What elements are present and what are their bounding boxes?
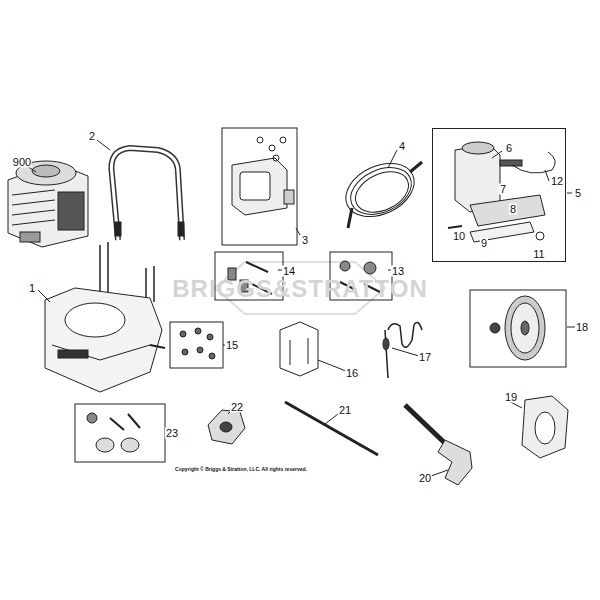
callout-number: 18 bbox=[575, 322, 589, 333]
callout-number: 22 bbox=[230, 402, 244, 413]
callout-number: 16 bbox=[345, 368, 359, 379]
callout-number: 13 bbox=[391, 266, 405, 277]
callout-number: 17 bbox=[418, 352, 432, 363]
watermark: BRIGGS&STRATTON bbox=[171, 277, 428, 301]
callout-number: 900 bbox=[12, 157, 32, 168]
callout-number: 15 bbox=[225, 340, 239, 351]
callout-number: 4 bbox=[398, 141, 406, 152]
callout-number: 21 bbox=[338, 405, 352, 416]
callout-number: 23 bbox=[165, 428, 179, 439]
callout-number: 3 bbox=[301, 235, 309, 246]
callout-number: 9 bbox=[480, 238, 488, 249]
callout-number: 12 bbox=[550, 176, 564, 187]
callout-number: 11 bbox=[532, 249, 545, 260]
parts-frame: 6 12 78 10 9 11 bbox=[432, 128, 566, 262]
copyright-note: Copyright © Briggs & Stratton, LLC. All … bbox=[174, 467, 308, 472]
callout-number: 19 bbox=[504, 392, 518, 403]
callout-number: 7 bbox=[499, 184, 507, 195]
callout-number: 1 bbox=[28, 283, 36, 294]
callout-number: 20 bbox=[418, 473, 432, 484]
callout-number: 8 bbox=[509, 204, 517, 215]
callout-number: 6 bbox=[505, 143, 513, 154]
callout-number: 5 bbox=[574, 188, 582, 199]
callout-number: 10 bbox=[452, 231, 466, 242]
callout-number: 14 bbox=[282, 266, 296, 277]
callout-number: 2 bbox=[88, 131, 96, 142]
